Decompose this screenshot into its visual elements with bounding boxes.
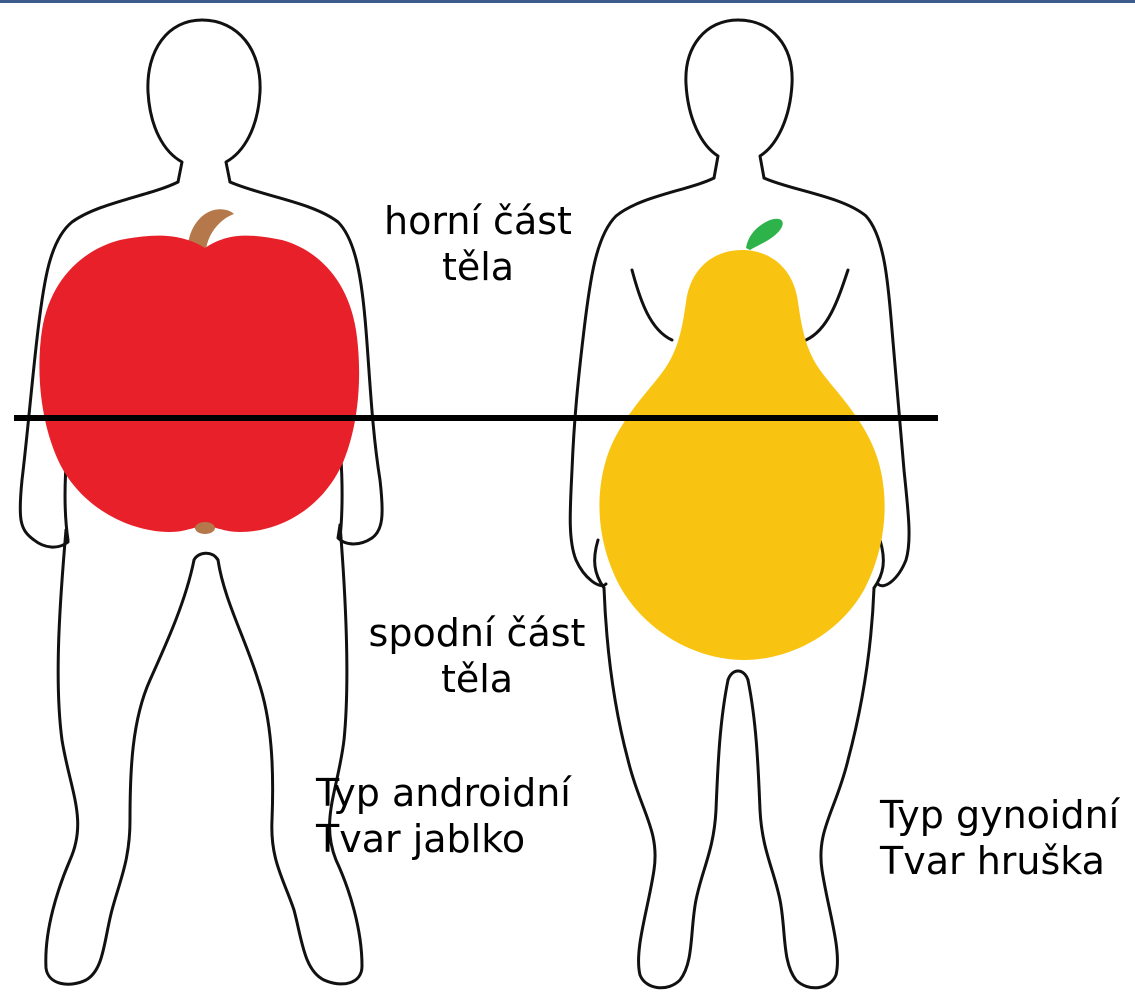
gynoid-type-label: Typ gynoidní: [880, 792, 1119, 838]
lower-body-label: spodní část těla: [352, 610, 602, 702]
android-caption: Typ androidní Tvar jablko: [316, 770, 571, 862]
android-crotch: [194, 553, 218, 560]
pear-leaf: [746, 219, 783, 250]
gynoid-crotch: [728, 671, 748, 680]
android-type-label: Typ androidní: [316, 770, 571, 816]
android-right-leg: [218, 525, 362, 984]
android-shape-label: Tvar jablko: [316, 816, 571, 862]
pear-body: [599, 250, 884, 660]
apple-body: [39, 236, 359, 532]
gynoid-head: [686, 20, 738, 178]
upper-body-label: horní část těla: [372, 198, 584, 290]
gynoid-head-right: [738, 20, 792, 178]
apple-icon: [39, 209, 359, 534]
android-head-right: [202, 20, 260, 182]
upper-body-label-line2: těla: [372, 244, 584, 290]
gynoid-left-arm-inner: [595, 540, 604, 588]
apple-bottom: [195, 522, 215, 534]
upper-body-label-line1: horní část: [372, 198, 584, 244]
gynoid-shape-label: Tvar hruška: [880, 838, 1119, 884]
android-head: [148, 20, 202, 182]
lower-body-label-line1: spodní část: [352, 610, 602, 656]
lower-body-label-line2: těla: [352, 656, 602, 702]
android-left-leg: [46, 530, 194, 984]
gynoid-caption: Typ gynoidní Tvar hruška: [880, 792, 1119, 884]
